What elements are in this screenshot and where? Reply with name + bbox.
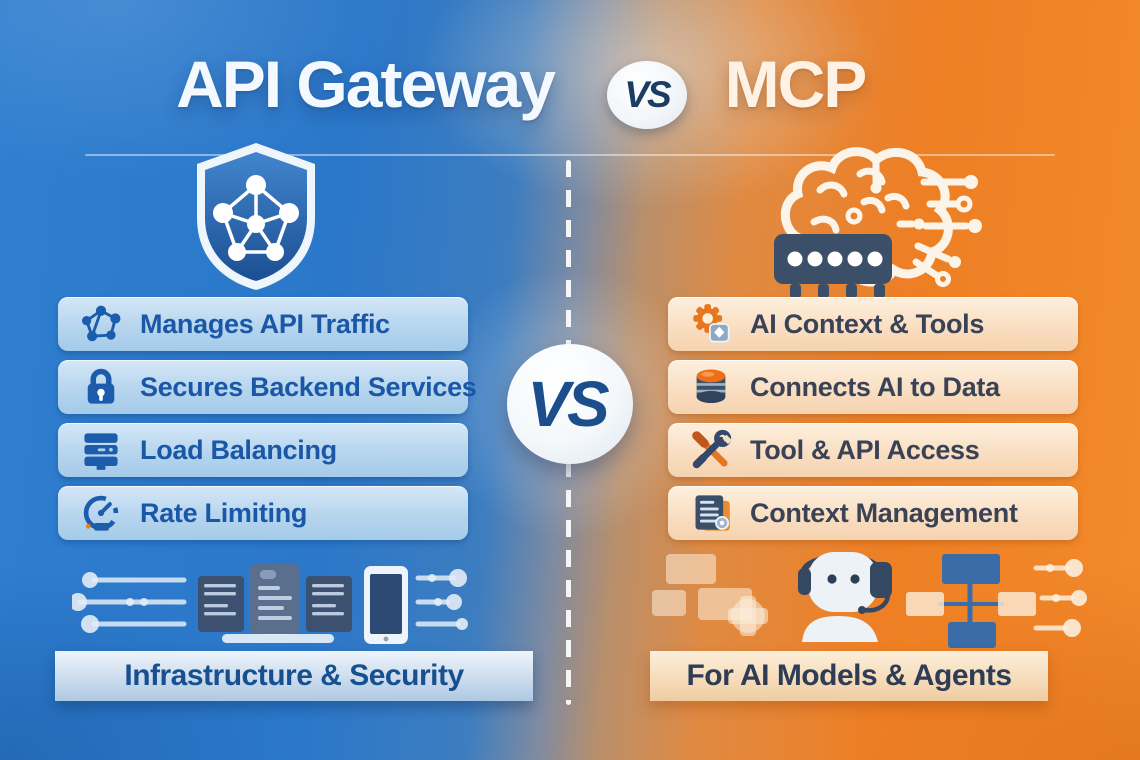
right-footer-banner: For AI Models & Agents (650, 651, 1048, 701)
brain-circuit-chip-icon (768, 138, 990, 305)
flowchart-blue-icon (906, 554, 1036, 648)
row-label: Context Management (750, 497, 1018, 528)
row-tool-api-access: Tool & API Access (668, 423, 1078, 477)
wrench-screwdriver-icon (688, 427, 734, 473)
row-label: Load Balancing (140, 434, 337, 465)
document-icon (688, 490, 734, 536)
row-label: Manages API Traffic (140, 308, 390, 339)
row-connects-ai-data: Connects AI to Data (668, 360, 1078, 414)
vs-circle-badge: VS (507, 344, 633, 464)
shield-network-icon (180, 140, 332, 299)
row-load-balancing: Load Balancing (58, 423, 468, 477)
ai-agents-art (652, 546, 1088, 655)
row-label: Connects AI to Data (750, 371, 1000, 402)
server-stack-icon (78, 427, 124, 473)
smartphone-icon (364, 566, 408, 644)
flowchart-ghost-icon (652, 554, 768, 636)
header-underline (85, 154, 1055, 156)
left-feature-list: Manages API Traffic Secures Backend Serv… (58, 297, 477, 540)
database-icon (688, 364, 734, 410)
padlock-icon (78, 364, 124, 410)
left-footer-label: Infrastructure & Security (124, 659, 464, 692)
row-label: AI Context & Tools (750, 308, 985, 339)
title-vs-badge: VS (607, 61, 687, 129)
row-ai-context-tools: AI Context & Tools (668, 297, 1078, 351)
server-monitor-icon (198, 564, 352, 643)
row-label: Secures Backend Services (140, 371, 477, 402)
title-vs-badge-text: VS (624, 74, 671, 115)
gear-ai-tool-icon (688, 301, 734, 347)
network-nodes-icon (78, 301, 124, 347)
left-footer-banner: Infrastructure & Security (55, 651, 533, 701)
gauge-icon (78, 490, 124, 536)
row-label: Rate Limiting (140, 497, 308, 528)
robot-headset-icon (798, 552, 892, 642)
infrastructure-art (69, 548, 468, 653)
row-manages-api-traffic: Manages API Traffic (58, 297, 468, 351)
row-context-management: Context Management (668, 486, 1078, 540)
title-left: API Gateway (176, 47, 556, 121)
right-feature-list: AI Context & Tools Connects AI to Data (668, 297, 1078, 540)
right-footer-label: For AI Models & Agents (686, 659, 1012, 692)
row-label: Tool & API Access (750, 434, 980, 465)
title-right: MCP (724, 47, 868, 121)
row-secures-backend: Secures Backend Services (58, 360, 477, 414)
row-rate-limiting: Rate Limiting (58, 486, 468, 540)
vs-circle-text: VS (527, 368, 609, 440)
